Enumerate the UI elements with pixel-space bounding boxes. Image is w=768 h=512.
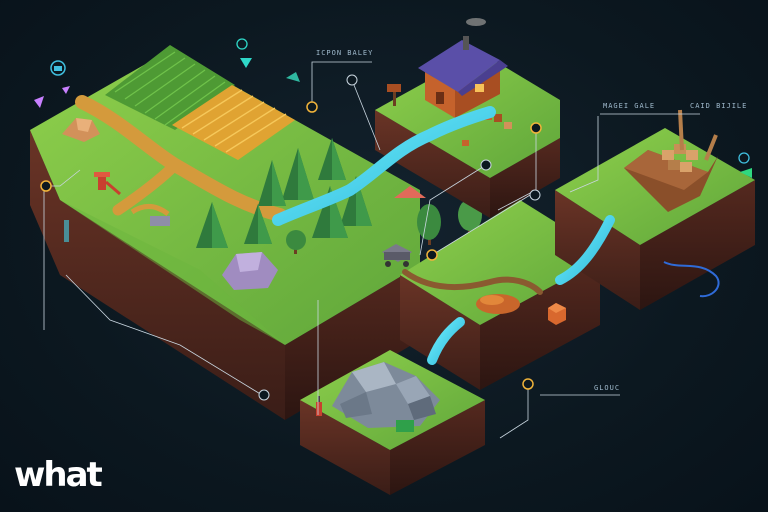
water-pump — [94, 172, 121, 196]
mine-cart — [382, 244, 412, 267]
dock-callout-label: CAID BIJILE — [690, 102, 748, 110]
sign-post — [387, 84, 401, 106]
orange-crate — [548, 303, 566, 325]
tent — [394, 186, 426, 198]
lantern — [316, 396, 322, 416]
middle-path — [402, 269, 543, 295]
green-crate — [396, 420, 414, 432]
coin-icon[interactable] — [236, 38, 248, 50]
callout-lines — [43, 61, 700, 439]
settings-icon[interactable] — [738, 152, 750, 164]
purple-boulder — [222, 252, 278, 290]
cabin-house — [418, 18, 508, 118]
key-icon[interactable] — [286, 72, 300, 82]
leaf-pile — [476, 294, 520, 314]
callout-nodes[interactable] — [40, 74, 542, 401]
wood-callout-label: MAGEI GALE — [603, 102, 656, 110]
gem-icon[interactable] — [240, 58, 252, 68]
wheat-field — [172, 85, 295, 160]
lock-icon[interactable] — [50, 60, 66, 76]
blue-cable — [663, 261, 720, 298]
river — [272, 106, 615, 365]
dirt-path — [75, 95, 287, 222]
farm-callout-label: ICPON BALEY — [316, 49, 374, 57]
watermark-logo: what — [14, 455, 103, 495]
middle-island — [400, 200, 600, 390]
small-bridge — [130, 204, 170, 226]
cargo-boat — [624, 109, 718, 212]
stone-pile — [332, 362, 440, 428]
waterfall — [64, 220, 69, 242]
crystal-icon[interactable] — [34, 86, 752, 178]
rock-callout-label: GLOUC — [594, 384, 621, 392]
